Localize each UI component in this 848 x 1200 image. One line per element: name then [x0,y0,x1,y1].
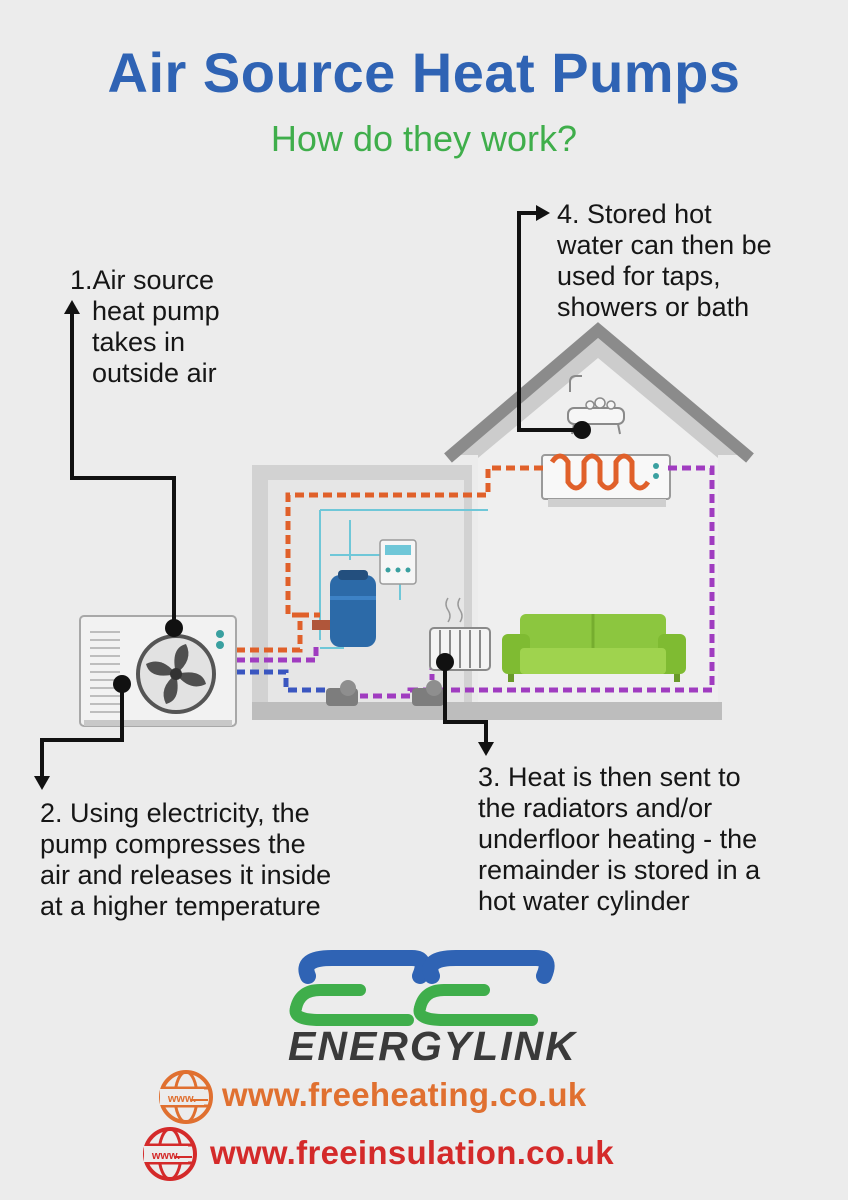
step-1-callout: 1.Air source heat pump takes in outside … [70,265,270,389]
step-1-line: outside air [92,358,217,388]
connector-step-1 [70,308,176,628]
step-2-callout: 2. Using electricity, the pump compresse… [40,798,400,922]
arrowhead-step-4 [536,205,550,221]
page-title: Air Source Heat Pumps [107,41,741,104]
vent-grille [90,631,120,713]
circulation-pumps [326,680,444,706]
sofa-icon [502,614,686,682]
hot-water-cylinder [312,570,376,647]
arrowhead-step-3 [478,742,494,756]
step-3-callout: 3. Heat is then sent to the radiators an… [478,762,828,917]
freeinsulation-link[interactable]: www.freeinsulation.co.uk [210,1134,614,1171]
house-floor [252,702,722,720]
connector-step-4 [517,211,582,432]
connector-step-2 [40,684,124,782]
step-3-line: underfloor heating - the [478,824,758,854]
step-2-line: 2. Using electricity, the [40,798,310,828]
page-subtitle: How do they work? [270,118,578,159]
step-4-line: showers or bath [557,292,750,322]
step-4-line: used for taps, [557,261,721,291]
step-2-line: air and releases it inside [40,860,332,890]
fan-icon [136,634,216,714]
step-1-line: heat pump [92,296,220,326]
arrowhead-step-1 [64,300,80,314]
bathtub-icon [567,375,625,435]
arrowhead-step-2 [34,776,50,790]
step-4-callout: 4. Stored hot water can then be used for… [557,199,827,323]
outdoor-heat-pump-unit [79,615,237,727]
brand-name: ENERGYLINK [288,1023,577,1069]
freeheating-link[interactable]: www.freeheating.co.uk [222,1076,587,1113]
house-roof [444,322,754,463]
energylink-logo-mark [289,950,555,1026]
step-1-line: takes in [92,327,186,357]
svg-text:www.: www. [167,1093,196,1105]
step-1-line: 1.Air source [70,265,215,295]
globe-www-icon: www. [159,1070,213,1124]
step-2-line: at a higher temperature [40,891,321,921]
callout-dots [113,421,591,693]
step-3-line: 3. Heat is then sent to [478,762,741,792]
globe-www-icon: www. [143,1127,197,1181]
step-4-line: water can then be [557,230,772,260]
callout-connectors [40,211,582,782]
callout-arrowheads [34,205,550,790]
step-2-line: pump compresses the [40,829,306,859]
step-3-line: the radiators and/or [478,793,713,823]
connector-step-3 [443,662,488,748]
step-4-line: 4. Stored hot [557,199,712,229]
step-3-line: hot water cylinder [478,886,690,916]
svg-text:www.: www. [151,1150,180,1162]
control-panel-icon [379,539,417,585]
indoor-heat-exchanger [541,453,671,507]
step-3-line: remainder is stored in a [478,855,761,885]
